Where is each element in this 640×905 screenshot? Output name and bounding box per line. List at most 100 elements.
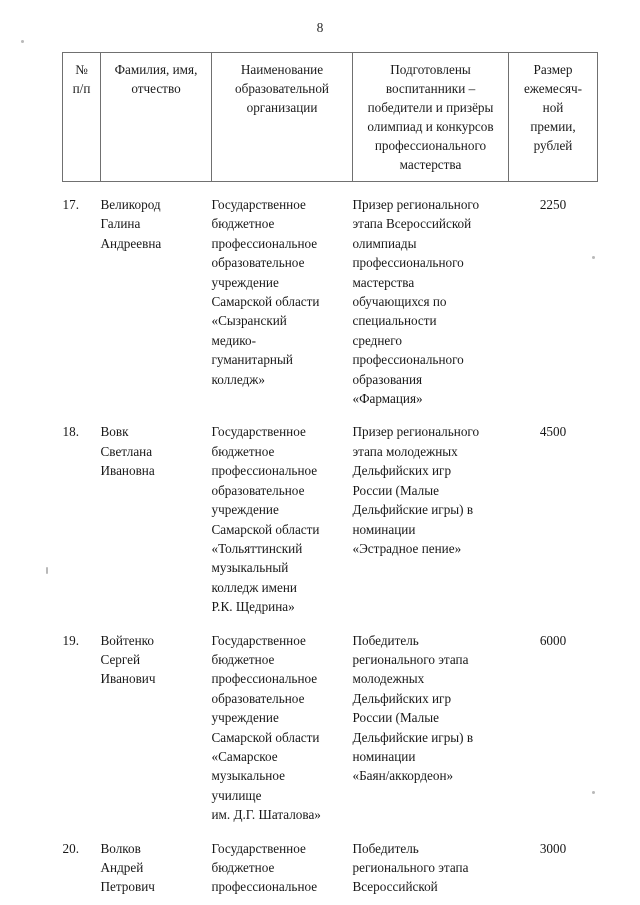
header-line: отчество	[131, 81, 181, 96]
text-line: учреждение	[211, 710, 279, 726]
scan-speckle	[46, 567, 48, 574]
text-line: профессиональное	[211, 463, 318, 479]
header-line: Размер	[533, 62, 573, 77]
text-line: «Фармация»	[352, 391, 423, 407]
header-line: ной	[542, 100, 564, 115]
text-line: Иванович	[100, 671, 156, 687]
text-line: бюджетное	[211, 216, 275, 232]
header-line: ежемесяч-	[523, 81, 583, 96]
cell-amount: 3000	[539, 840, 567, 856]
text-line: образовательное	[211, 255, 305, 271]
text-line: Андреевна	[100, 235, 162, 251]
text-line: образовательное	[211, 690, 305, 706]
text-line: Самарской области	[211, 521, 320, 537]
text-line: обучающихся по	[352, 294, 447, 310]
text-line: Волков	[100, 840, 141, 856]
text-line: Самарской области	[211, 729, 320, 745]
header-line: премии,	[530, 119, 576, 134]
text-line: Петрович	[100, 879, 155, 895]
text-line: Самарской области	[211, 294, 320, 310]
header-line: олимпиад и конкурсов	[367, 119, 494, 134]
text-line: Великород	[100, 197, 161, 212]
text-line: России (Малые	[352, 482, 439, 498]
text-line: колледж имени	[211, 579, 298, 595]
text-line: Государственное	[211, 424, 306, 440]
text-line: Светлана	[100, 443, 153, 459]
text-line: Дельфийских игр	[352, 690, 452, 706]
text-line: номинации	[352, 748, 416, 764]
header-line: Подготовлены	[390, 62, 471, 77]
text-line: Войтенко	[100, 632, 154, 648]
header-line: рублей	[533, 138, 573, 153]
text-line: этапа молодежных	[352, 443, 458, 459]
text-line: Дельфийские игры) в	[352, 502, 474, 518]
header-line: образовательной	[235, 81, 329, 96]
text-line: Всероссийской	[352, 879, 438, 895]
text-line: Государственное	[211, 840, 306, 856]
text-line: олимпиады	[352, 235, 417, 251]
text-line: бюджетное	[211, 443, 275, 459]
text-line: профессиональное	[211, 235, 318, 251]
cell-number: 18.	[62, 424, 79, 440]
text-line: Ивановна	[100, 463, 155, 479]
text-line: музыкальное	[211, 768, 285, 784]
column-header-full-name: Фамилия, имя,отчество	[100, 52, 212, 182]
text-line: «Эстрадное пение»	[352, 540, 462, 556]
cell-amount: 6000	[539, 632, 567, 648]
header-line: победители и призёры	[367, 100, 494, 115]
column-header-amount: Размер ежемесяч-ной премии, рублей	[508, 52, 598, 182]
header-line: воспитанники –	[385, 81, 476, 96]
text-line: Победитель	[352, 840, 419, 856]
text-line: Призер регионального	[352, 424, 480, 440]
text-line: «Баян/аккордеон»	[352, 768, 454, 784]
scan-speckle	[592, 256, 595, 259]
cell-number: 20.	[62, 840, 79, 856]
text-line: Галина	[100, 216, 141, 232]
header-line: №	[75, 62, 88, 77]
cell-achievement: Призер регионального этапа Всероссийской о…	[353, 182, 509, 409]
text-line: Дельфийских игр	[352, 463, 452, 479]
text-line: Вовк	[100, 424, 129, 440]
cell-amount: 2250	[539, 197, 567, 212]
cell-organization: Государственное бюджетное профессиональное…	[212, 408, 353, 616]
cell-amount: 4500	[539, 424, 567, 440]
text-line: бюджетное	[211, 860, 275, 875]
text-line: Р.К. Щедрина»	[211, 599, 295, 615]
scan-speckle	[592, 791, 595, 794]
text-line: профессиональное	[211, 671, 318, 687]
text-line: молодежных	[352, 671, 425, 687]
header-line: мастерства	[399, 157, 462, 172]
text-line: гуманитарный	[211, 352, 293, 368]
text-line: Дельфийские игры) в	[352, 729, 474, 745]
cell-organization: Государственное бюджетное профессиональное…	[212, 182, 353, 409]
text-line: бюджетное	[211, 651, 275, 667]
text-line: номинации	[352, 521, 416, 537]
header-line: организации	[246, 100, 318, 115]
text-line: профессионального	[352, 255, 464, 271]
cell-number: 17.	[62, 197, 79, 212]
text-line: учреждение	[211, 274, 279, 290]
text-line: среднего	[352, 332, 402, 348]
text-line: Государственное	[211, 197, 306, 212]
text-line: им. Д.Г. Шаталова»	[211, 807, 321, 823]
text-line: Победитель	[352, 632, 419, 648]
text-line: специальности	[352, 313, 437, 329]
text-line: России (Малые	[352, 710, 439, 726]
text-line: этапа Всероссийской	[352, 216, 472, 232]
header-line: п/п	[72, 81, 91, 96]
text-line: колледж»	[211, 371, 265, 387]
text-line: Призер регионального	[352, 197, 480, 212]
